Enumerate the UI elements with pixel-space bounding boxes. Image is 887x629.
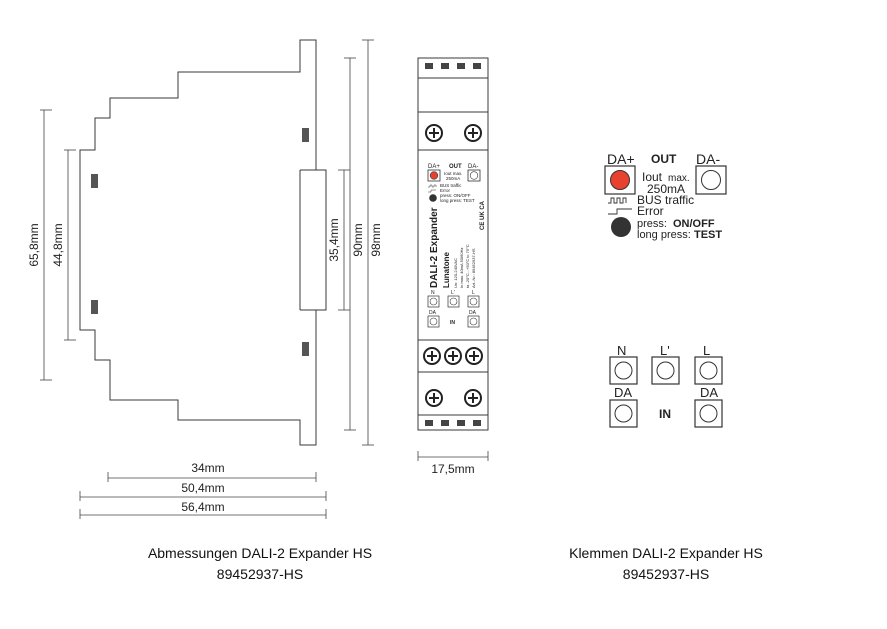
caption-right: Klemmen DALI-2 Expander HS 89452937-HS — [516, 543, 816, 585]
bottom-latches — [425, 420, 481, 426]
side-view-outline — [79, 39, 327, 446]
front-spec2: In max. 40mA 50/60Hz — [459, 248, 464, 288]
front-out: OUT — [449, 164, 462, 170]
detail-da-plus: DA+ — [607, 151, 635, 167]
detail-press: press: — [637, 218, 667, 230]
detail-bus: BUS traffic — [637, 193, 694, 207]
detail-max: max. — [668, 173, 690, 184]
front-press: press: ON/OFF — [440, 193, 471, 198]
screw-mid-3 — [465, 347, 483, 365]
detail-error: Error — [637, 204, 664, 218]
caption-left: Abmessungen DALI-2 Expander HS 89452937-… — [110, 543, 410, 585]
detail-da-minus: DA- — [696, 151, 720, 167]
side-slot-4 — [302, 342, 309, 356]
front-long-press: long press: TEST — [440, 198, 475, 203]
side-slot-3 — [91, 300, 98, 314]
detail-long-press: long press: — [637, 229, 691, 241]
detail-ma: 250mA — [647, 182, 685, 196]
detail-iout: Iout — [642, 170, 663, 184]
side-dimension-texts: 65,8mm 44,8mm 35,4mm 90mm 98mm 34mm 50,4… — [27, 218, 475, 514]
side-slot-2 — [91, 174, 98, 188]
dim-17-5: 17,5mm — [431, 462, 474, 476]
side-dimension-lines — [40, 39, 489, 519]
front-da-plus: DA+ — [428, 164, 440, 170]
detail-onoff: ON/OFF — [673, 218, 715, 230]
screw-mid-1 — [423, 347, 441, 365]
screw-mid-2 — [444, 347, 462, 365]
detail-da-minus-terminal — [701, 170, 721, 190]
dim-65-8: 65,8mm — [27, 223, 41, 266]
front-label-panel: DA+ OUT DA- Iout max. 250mA BUS traffic … — [427, 164, 486, 328]
side-slot-1 — [302, 128, 309, 142]
front-error: Error — [440, 188, 451, 193]
dim-35-4: 35,4mm — [327, 218, 341, 261]
front-cert: CE UK CA — [480, 200, 486, 230]
screw-bottom-right — [464, 389, 482, 407]
error-signal-icon — [608, 208, 632, 215]
detail-da-left: DA — [614, 385, 632, 400]
front-spec3: ta -20°C...+50°C tc 75°C — [465, 244, 470, 288]
detail-n: N — [617, 343, 626, 358]
front-da-left: DA — [429, 310, 437, 316]
caption-right-title: Klemmen DALI-2 Expander HS — [569, 545, 763, 561]
dim-90: 90mm — [351, 223, 365, 256]
dim-56-4: 56,4mm — [181, 500, 224, 514]
front-art: Art.-Nr.: 89452937-HS — [471, 248, 476, 288]
front-lp: L' — [451, 290, 455, 296]
front-ma: 250mA — [446, 176, 460, 181]
detail-out: OUT — [651, 152, 677, 166]
front-l: L — [472, 290, 475, 296]
detail-button — [611, 217, 631, 237]
detail-l: L — [703, 343, 710, 358]
detail-in: IN — [659, 407, 671, 421]
detail-da-right: DA — [700, 385, 718, 400]
front-iout: Iout max. — [444, 171, 463, 176]
caption-left-title: Abmessungen DALI-2 Expander HS — [147, 545, 373, 561]
detail-view: DA+ OUT DA- Iout max. 250mA BUS traffic … — [604, 151, 727, 428]
top-latches — [425, 63, 481, 69]
detail-test: TEST — [694, 229, 722, 241]
front-view: DA+ OUT DA- Iout max. 250mA BUS traffic … — [417, 57, 489, 431]
detail-lp: L' — [660, 343, 670, 358]
front-button — [429, 194, 437, 202]
front-n: N — [431, 290, 435, 296]
detail-led — [610, 170, 630, 190]
front-da-right: DA — [469, 310, 477, 316]
screw-top-left — [425, 124, 443, 142]
front-in: IN — [450, 320, 455, 326]
dim-98: 98mm — [369, 223, 383, 256]
front-led — [429, 171, 439, 180]
front-body — [417, 57, 489, 431]
front-spec1: Un: 120-240VAC — [453, 258, 458, 288]
dim-34: 34mm — [191, 461, 224, 475]
caption-left-artnr: 89452937-HS — [216, 566, 304, 582]
side-view — [79, 39, 327, 446]
screw-bottom-left — [425, 389, 443, 407]
bus-traffic-icon — [608, 197, 627, 204]
caption-right-artnr: 89452937-HS — [622, 566, 710, 582]
dim-44-8: 44,8mm — [51, 223, 65, 266]
screw-top-right — [464, 124, 482, 142]
front-product: DALI-2 Expander — [429, 207, 440, 288]
dim-50-4: 50,4mm — [181, 481, 224, 495]
front-da-minus: DA- — [468, 164, 478, 170]
front-bus: BUS traffic — [440, 183, 462, 188]
front-brand: Lunatone — [442, 251, 451, 288]
